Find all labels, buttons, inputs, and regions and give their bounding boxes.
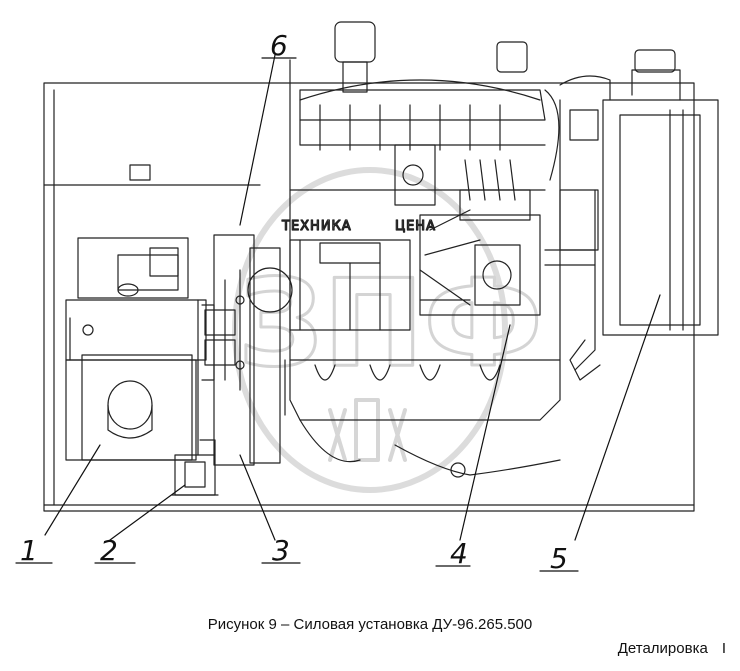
engine-block	[284, 21, 561, 463]
pipe-loop	[394, 444, 561, 478]
watermark-text-left: ТЕХНИКА	[281, 219, 352, 234]
watermark-text-right: ЦЕНА	[395, 219, 436, 234]
mount-bracket	[171, 439, 219, 496]
callout-5: 5	[550, 542, 568, 575]
callout-2: 2	[100, 534, 118, 567]
callout-4: 4	[450, 537, 468, 570]
engine-diagram: ТЕХНИКА ЦЕНА ЗПФ	[15, 21, 719, 575]
callout-labels: 1 2 3 4 5 6	[15, 29, 579, 575]
callout-1: 1	[20, 534, 38, 567]
leader-lines	[44, 54, 661, 541]
fuel-injection-pump	[394, 144, 541, 316]
starter-motor	[247, 239, 411, 331]
radiator	[544, 49, 719, 381]
footer-marker: I	[721, 640, 726, 657]
base-frame	[43, 82, 695, 512]
footer-label[interactable]: Деталировка	[617, 640, 708, 657]
watermark: ТЕХНИКА ЦЕНА ЗПФ	[232, 167, 544, 493]
callout-6: 6	[270, 29, 288, 62]
footer: Деталировка I	[604, 640, 726, 657]
pump-unit	[65, 237, 215, 461]
callout-3: 3	[272, 534, 290, 567]
coupling-housing	[204, 234, 281, 466]
figure-caption: Рисунок 9 – Силовая установка ДУ-96.265.…	[207, 616, 533, 633]
